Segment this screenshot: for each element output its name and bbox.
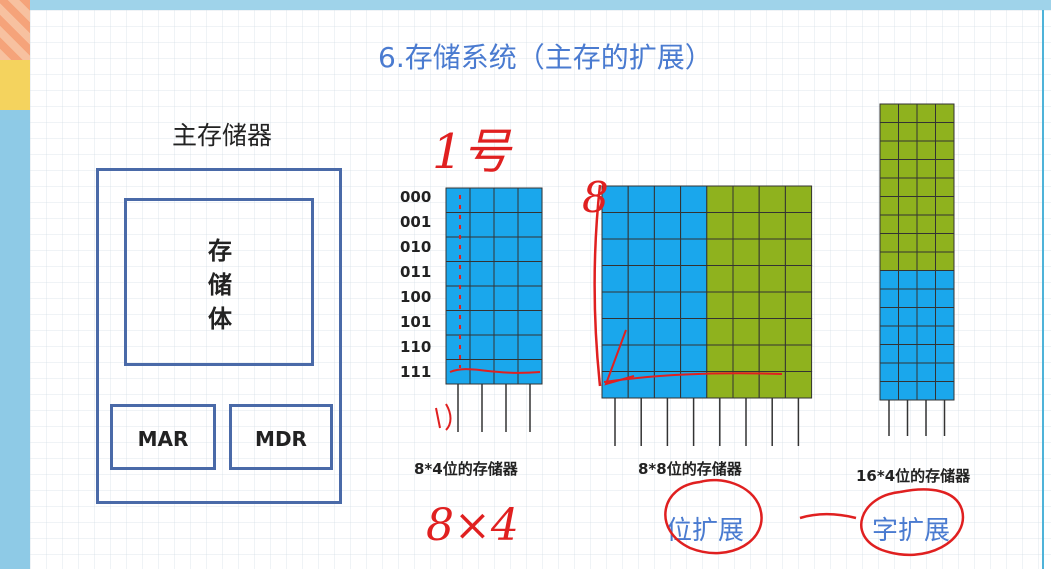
ink-connector: [799, 513, 857, 520]
grid-cell-8x8: [627, 318, 655, 346]
grid-cell-8x8: [784, 318, 813, 346]
ink-arrow-stroke: [604, 329, 635, 386]
grid-cell-8x8: [680, 265, 708, 293]
main-memory-box: [96, 168, 342, 504]
grid-cell-8x4: [517, 310, 543, 336]
grid-cell-8x8: [653, 185, 682, 213]
address-label: 011: [400, 263, 432, 281]
address-label: 101: [400, 313, 432, 331]
address-label: 000: [400, 188, 432, 206]
grid-cell-8x8: [627, 212, 655, 240]
ink-vertical-stroke: [593, 184, 602, 387]
mdr-box: [229, 404, 333, 470]
grid-cell-8x4: [493, 310, 519, 336]
grid-cell-8x4: [445, 334, 471, 360]
decorative-top-bar: [30, 0, 1051, 10]
grid-cell-8x8: [758, 318, 786, 346]
grid-cell-8x8: [680, 185, 708, 213]
grid-cell-8x4: [517, 261, 543, 287]
grid-cell-8x8: [732, 212, 760, 240]
grid-cell-8x8: [784, 344, 813, 372]
mar-label: MAR: [137, 427, 189, 451]
grid-cell-8x8: [758, 371, 786, 399]
decorative-yellow-block: [0, 60, 30, 110]
handwritten-8x4: 8×4: [426, 500, 519, 551]
grid-cell-8x8: [784, 371, 813, 399]
grid-cell-8x4: [469, 310, 495, 336]
storage-body-char: 体: [208, 305, 232, 333]
grid-cell-8x8: [680, 238, 708, 266]
grid-cell-8x8: [706, 344, 734, 372]
grid-cell-8x4: [469, 236, 495, 262]
grid-cell-8x4: [493, 212, 519, 238]
caption-8x4: 8*4位的存储器: [414, 460, 518, 478]
grid-cell-8x4: [469, 212, 495, 238]
address-label: 001: [400, 213, 432, 231]
main-memory-title: 主存储器: [172, 121, 273, 150]
grid-cell-8x4: [445, 285, 471, 311]
ink-circle-bit-expansion: [664, 478, 763, 555]
grid-cell-8x8: [706, 212, 734, 240]
grid-cell-8x8: [758, 265, 786, 293]
grid-cell-8x8: [758, 344, 786, 372]
caption-8x8: 8*8位的存储器: [638, 460, 742, 478]
ink-circle-word-expansion: [860, 488, 965, 556]
handwritten-eight: 8: [582, 173, 609, 222]
grid-cell-8x8: [732, 344, 760, 372]
slide-title: 6.存储系统（主存的扩展）: [378, 41, 713, 74]
address-label: 100: [400, 288, 432, 306]
grid-cell-8x8: [653, 212, 682, 240]
storage-body-box: [124, 198, 314, 366]
grid-cell-8x8: [732, 371, 760, 399]
address-label: 111: [400, 363, 432, 381]
grid-cell-8x8: [653, 291, 682, 319]
mar-box: [110, 404, 216, 470]
address-label: 010: [400, 238, 432, 256]
grid-cell-8x8: [784, 291, 813, 319]
storage-body-char: 储: [208, 271, 232, 299]
grid-cell-8x8: [627, 291, 655, 319]
grid-cell-8x8: [653, 344, 682, 372]
storage-body-char: 存: [208, 237, 232, 265]
grid-cell-8x8: [601, 291, 629, 319]
grid-cell-8x8: [601, 318, 629, 346]
grid-cell-8x8: [653, 265, 682, 293]
grid-cell-8x8: [706, 185, 734, 213]
storage-body-label: 存 储 体: [200, 234, 240, 336]
handwritten-chip-number: 1号: [432, 124, 514, 180]
grid-cell-8x4: [517, 236, 543, 262]
grid-cell-8x4: [493, 334, 519, 360]
grid-cell-8x8: [758, 212, 786, 240]
grid-cell-8x8: [601, 238, 629, 266]
grid-cell-8x8: [784, 265, 813, 293]
word-expansion-label: 字扩展: [872, 516, 951, 546]
grid-cell-8x8: [653, 238, 682, 266]
decorative-right-line: [1042, 10, 1044, 569]
grid-cell-8x4: [517, 334, 543, 360]
ink-underline-111: [449, 368, 541, 374]
mdr-label: MDR: [255, 427, 307, 451]
grid-cell-8x8: [627, 238, 655, 266]
decorative-strip: [0, 0, 30, 569]
caption-16x4: 16*4位的存储器: [856, 467, 971, 485]
ink-mark: [435, 403, 452, 431]
decorative-blue-block: [0, 110, 30, 569]
address-label: 110: [400, 338, 432, 356]
grid-cell-8x8: [601, 212, 629, 240]
